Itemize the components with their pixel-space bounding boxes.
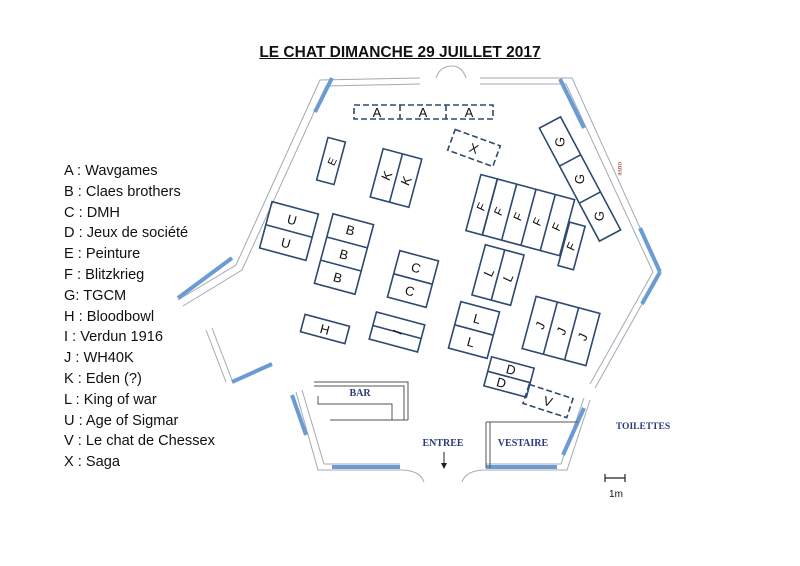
legend-item-g: G: TGCM <box>64 287 127 304</box>
svg-text:G: G <box>572 174 587 185</box>
legend: A : Wavgames B : Claes brothers C : DMH … <box>64 161 215 473</box>
svg-text:I: I <box>390 327 405 337</box>
svg-text:U: U <box>279 235 292 252</box>
table-g: G G G <box>538 115 622 243</box>
table-f: F F F F F F <box>464 173 587 271</box>
svg-text:L: L <box>500 271 517 284</box>
legend-item-j: J : WH40K <box>64 350 134 367</box>
window-segments <box>176 77 662 469</box>
svg-text:D: D <box>495 374 508 391</box>
legend-item-u: U : Age of Sigmar <box>64 412 179 429</box>
table-b: B B B <box>313 212 375 296</box>
page-title: LE CHAT DIMANCHE 29 JUILLET 2017 <box>259 44 541 61</box>
table-u: U U <box>258 200 320 262</box>
scale-label: 1m <box>609 489 623 500</box>
table-c: C C <box>386 249 440 309</box>
legend-item-e: E : Peinture <box>64 246 141 263</box>
entrance-label: ENTREE <box>422 438 463 449</box>
svg-text:K: K <box>378 168 395 182</box>
table-i: I <box>368 311 426 353</box>
table-a-2-label: A <box>419 105 428 120</box>
svg-text:X: X <box>467 140 481 157</box>
svg-text:B: B <box>344 222 356 239</box>
svg-text:C: C <box>409 259 422 276</box>
table-l-upper: L L <box>470 243 526 307</box>
table-a-1-label: A <box>373 105 382 120</box>
svg-text:F: F <box>474 201 490 214</box>
svg-text:J: J <box>575 331 591 343</box>
toilets-label: TOILETTES <box>616 422 670 432</box>
svg-text:F: F <box>510 210 526 223</box>
legend-item-c: C : DMH <box>64 204 120 221</box>
legend-item-b: B : Claes brothers <box>64 183 181 200</box>
svg-text:F: F <box>564 240 580 253</box>
svg-text:F: F <box>491 205 507 218</box>
svg-text:U: U <box>285 211 298 228</box>
table-k: K K <box>369 147 423 209</box>
svg-text:G: G <box>592 211 607 222</box>
svg-text:J: J <box>532 319 548 331</box>
legend-item-h: H : Bloodbowl <box>64 308 155 325</box>
legend-item-x: X : Saga <box>64 454 120 471</box>
entrance-doors <box>399 65 487 483</box>
svg-text:L: L <box>472 311 483 327</box>
legend-item-l: L : King of war <box>64 391 157 408</box>
svg-text:E: E <box>326 156 340 168</box>
scale-bar: 1m <box>604 474 626 500</box>
svg-text:B: B <box>338 246 350 263</box>
svg-text:H: H <box>318 321 331 338</box>
table-x: X <box>446 128 502 168</box>
svg-text:L: L <box>480 266 497 279</box>
bar-counter <box>314 381 409 421</box>
legend-item-v: V : Le chat de Chessex <box>64 433 215 450</box>
svg-text:V: V <box>541 393 554 410</box>
svg-text:C: C <box>403 283 416 300</box>
svg-text:F: F <box>530 216 546 229</box>
legend-item-d: D : Jeux de société <box>64 225 189 242</box>
cloakroom-counter <box>485 421 578 468</box>
svg-text:F: F <box>549 221 565 234</box>
table-d: D D <box>482 355 536 399</box>
svg-text:L: L <box>465 334 476 350</box>
table-e: E <box>315 136 347 186</box>
legend-item-a: A : Wavgames <box>64 163 158 179</box>
svg-text:J: J <box>553 325 569 337</box>
cloakroom-label: VESTAIRE <box>498 438 549 449</box>
svg-text:B: B <box>332 269 344 286</box>
tables: A A A X E K K G G G <box>258 104 622 419</box>
table-j: J J J <box>521 295 601 367</box>
table-a-3-label: A <box>465 105 474 120</box>
table-v: V <box>522 383 574 419</box>
legend-item-i: I : Verdun 1916 <box>64 329 164 346</box>
tables-a <box>353 104 494 120</box>
svg-text:K: K <box>397 173 414 187</box>
table-l-lower: L L <box>447 300 501 360</box>
table-h: H <box>299 313 351 345</box>
outer-walls <box>177 77 661 471</box>
legend-item-k: K : Eden (?) <box>64 370 142 387</box>
bar-label: BAR <box>349 388 371 399</box>
svg-text:D: D <box>504 361 517 378</box>
side-label: ouve <box>616 162 624 176</box>
legend-item-f: F : Blitzkrieg <box>64 266 145 283</box>
svg-text:G: G <box>552 137 567 148</box>
